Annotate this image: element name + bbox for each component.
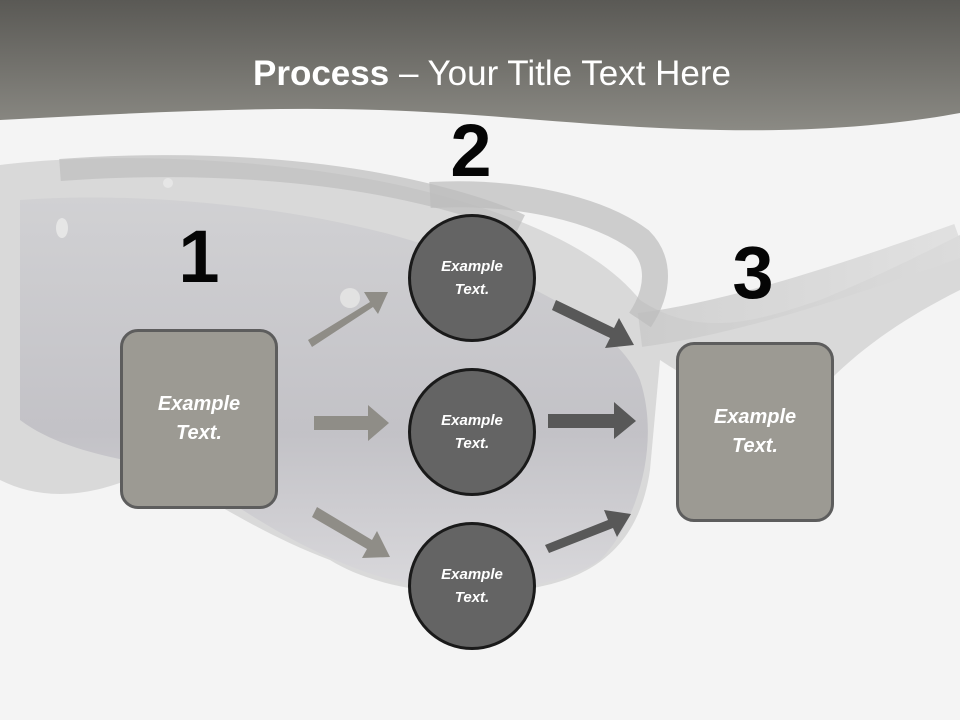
step-2-circle-top: Example Text.	[408, 214, 536, 342]
step-3-box: Example Text.	[676, 342, 834, 522]
step-number-2: 2	[450, 109, 492, 192]
step-number-1: 1	[178, 215, 220, 298]
step-2-circle-bottom: Example Text.	[408, 522, 536, 650]
title-bold-part: Process	[253, 54, 390, 93]
title-rest-part: – Your Title Text Here	[389, 54, 731, 93]
step-2-circle-middle: Example Text.	[408, 368, 536, 496]
step-number-3: 3	[732, 231, 774, 314]
page-title: Process – Your Title Text Here	[0, 50, 960, 98]
step-1-box: Example Text.	[120, 329, 278, 509]
